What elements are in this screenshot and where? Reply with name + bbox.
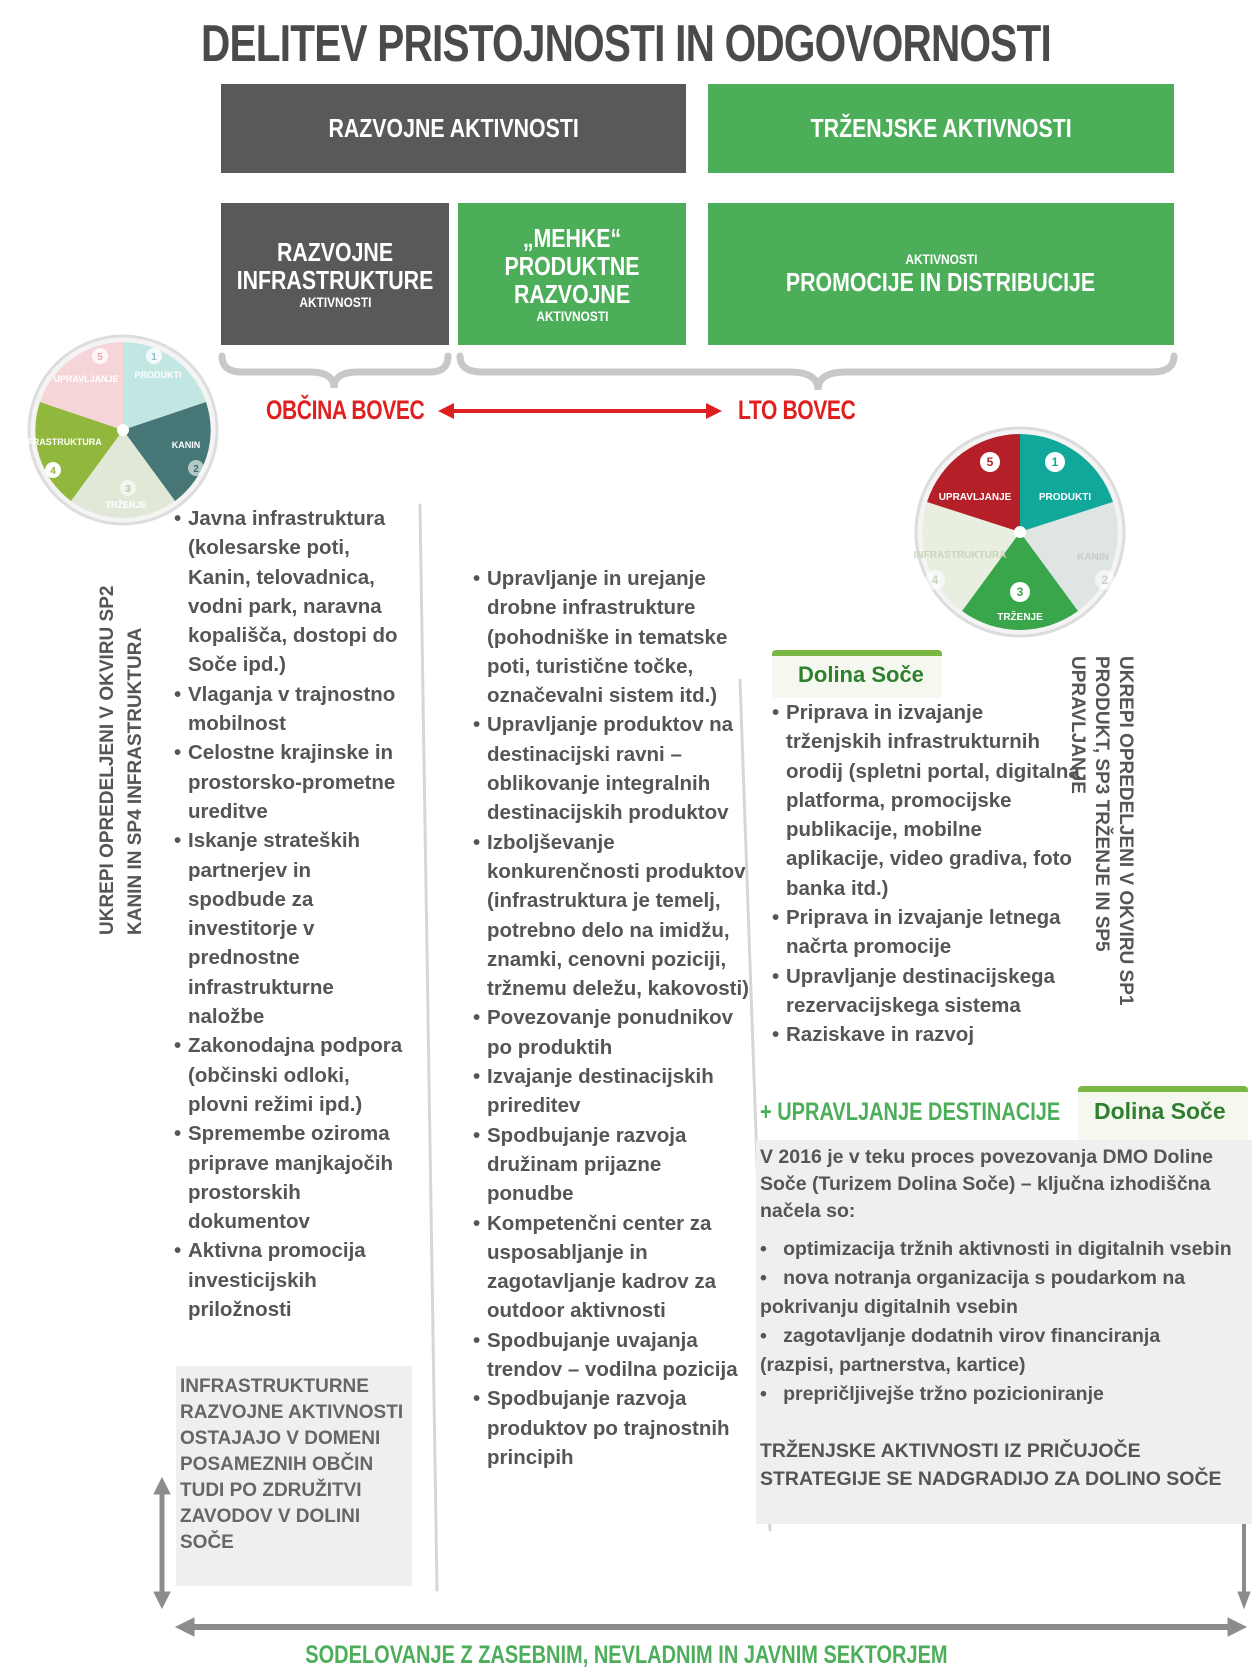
svg-text:2: 2 [193, 464, 199, 475]
right-wheel-segment-infrastruktura [922, 502, 1020, 611]
municipality-label: OBČINA BOVEC [266, 395, 425, 425]
list-item: Priprava in izvajanje letnega načrta pro… [772, 903, 1082, 962]
right-strategy-wheel: PRODUKTI KANIN TRŽENJE INFRASTRUKTURA UP… [914, 426, 1126, 638]
infrastructure-note-box: INFRASTRUKTURNE RAZVOJNE AKTIVNOSTI OSTA… [176, 1366, 412, 1586]
list-item: Upravljanje in urejanje drobne infrastru… [473, 564, 753, 710]
destination-management-box: V 2016 je v teku proces povezovanja DMO … [756, 1140, 1252, 1524]
right-wheel-label-upravljanje: UPRAVLJANJE [939, 492, 1012, 503]
list-item: Javna infrastruktura (kolesarske poti, K… [174, 504, 414, 680]
left-wheel-label-upravljanje: UPRAVLJANJE [53, 374, 118, 384]
cooperation-label: SODELOVANJE Z ZASEBNIM, NEVLADNIM IN JAV… [304, 1641, 948, 1669]
left-strategy-wheel: PRODUKTI KANIN TRŽENJE INFRASTRUKTURA UP… [18, 334, 219, 526]
marketing-activities-label: TRŽENJSKE AKTIVNOSTI [810, 113, 1072, 143]
svg-text:3: 3 [125, 484, 131, 495]
left-wheel-segment-produkti [123, 342, 206, 430]
dolina-soce-logo: Dolina Soče [772, 650, 942, 698]
svg-text:5: 5 [97, 352, 103, 363]
list-item: Spodbujanje uvajanja trendov – vodilna p… [473, 1326, 753, 1385]
bottom-label-wrap: SODELOVANJE Z ZASEBNIM, NEVLADNIM IN JAV… [0, 1641, 1252, 1670]
list-item: Iskanje strateških partnerjev in spodbud… [174, 826, 414, 1031]
left-wheel-segment-upravljanje [40, 342, 123, 430]
list-item: • optimizacija tržnih aktivnosti in digi… [760, 1238, 1232, 1260]
dolina-soce-logo-text: Dolina Soče [798, 662, 924, 687]
list-item: • prepričljivejše tržno pozicioniranje [760, 1383, 1104, 1405]
left-measures-line2: KANIN IN SP4 INFRASTRUKTURA [125, 627, 146, 935]
infrastructure-note: INFRASTRUKTURNE RAZVOJNE AKTIVNOSTI OSTA… [180, 1376, 404, 1553]
list-item: Povezovanje ponudnikov po produktih [473, 1003, 753, 1062]
soft-product-development-box: „MEHKE“ PRODUKTNE RAZVOJNE AKTIVNOSTI [458, 203, 686, 345]
development-activities-label: RAZVOJNE AKTIVNOSTI [328, 113, 579, 143]
soft-product-development-title: „MEHKE“ PRODUKTNE RAZVOJNE [504, 223, 640, 309]
list-item: Spodbujanje razvoja produktov po trajnos… [473, 1384, 753, 1472]
destination-items: • optimizacija tržnih aktivnosti in digi… [756, 1225, 1252, 1409]
actor-arrow [438, 403, 722, 419]
list-item: • nova notranja organizacija s poudarkom… [760, 1267, 1186, 1318]
left-wheel-label-trzenje: TRŽENJE [105, 499, 146, 510]
bottom-horizontal-arrow [174, 1617, 1248, 1637]
list-item: Celostne krajinske in prostorsko-prometn… [174, 738, 414, 826]
svg-text:1: 1 [151, 352, 157, 363]
dolina-soce-logo-2: Dolina Soče [1078, 1086, 1248, 1140]
left-wheel-segment-kanin [123, 402, 211, 501]
svg-text:2: 2 [1102, 573, 1109, 587]
right-wheel-label-trzenje: TRŽENJE [997, 610, 1043, 623]
page-title: DELITEV PRISTOJNOSTI IN ODGOVORNOSTI [200, 15, 1052, 73]
list-item: Upravljanje destinacijskega rezervacijsk… [772, 962, 1082, 1021]
left-measures-line1: UKREPI OPREDELJENI V OKVIRU SP2 [97, 585, 118, 935]
left-wheel-label-infrastruktura: INFRASTRUKTURA [18, 437, 102, 447]
svg-text:1: 1 [1052, 455, 1059, 469]
list-item: Zakonodajna podpora (občinski odloki, pl… [174, 1031, 414, 1119]
list-item: Izvajanje destinacijskih prireditev [473, 1062, 753, 1121]
lto-label: LTO BOVEC [738, 395, 856, 425]
destination-intro: V 2016 je v teku proces povezovanja DMO … [760, 1146, 1213, 1222]
svg-text:3: 3 [1017, 585, 1024, 599]
left-measures-caption: UKREPI OPREDELJENI V OKVIRU SP2 KANIN IN… [94, 535, 150, 935]
infrastructure-development-title: RAZVOJNE INFRASTRUKTURE [236, 237, 434, 295]
list-item: Vlaganja v trajnostno mobilnost [174, 680, 414, 739]
list-item: Aktivna promocija investicijskih priložn… [174, 1236, 414, 1324]
list-item: Spodbujanje razvoja družinam prijazne po… [473, 1121, 753, 1209]
list-item: Priprava in izvajanje trženjskih infrast… [772, 698, 1082, 903]
left-wheel-label-produkti: PRODUKTI [135, 370, 182, 380]
right-wheel-label-kanin: KANIN [1077, 552, 1109, 563]
soft-product-development-subtitle: AKTIVNOSTI [535, 308, 609, 324]
product-measures-list: Upravljanje in urejanje drobne infrastru… [473, 564, 753, 1472]
list-item: Izboljševanje konkurenčnosti produktov (… [473, 828, 753, 1004]
list-item: Raziskave in razvoj [772, 1020, 1082, 1050]
development-activities-box: RAZVOJNE AKTIVNOSTI [221, 84, 686, 173]
left-vertical-arrow [153, 1476, 171, 1610]
list-item: • zagotavljanje dodatnih virov financira… [760, 1325, 1161, 1376]
svg-text:4: 4 [932, 573, 939, 587]
marketing-brace [456, 352, 1178, 391]
left-wheel-segment-trzenje [71, 430, 175, 519]
marketing-activities-box: TRŽENJSKE AKTIVNOSTI [708, 84, 1174, 173]
svg-text:5: 5 [987, 455, 994, 469]
infrastructure-brace [218, 352, 452, 389]
left-wheel-label-kanin: KANIN [172, 440, 201, 450]
promotion-distribution-box: AKTIVNOSTI PROMOCIJE IN DISTRIBUCIJE [708, 203, 1174, 345]
infrastructure-development-subtitle: AKTIVNOSTI [298, 294, 372, 310]
list-item: Kompetenčni center za usposabljanje in z… [473, 1209, 753, 1326]
right-wheel-label-infrastruktura: INFRASTRUKTURA [914, 550, 1007, 561]
promotion-distribution-title: PROMOCIJE IN DISTRIBUCIJE [786, 266, 1096, 297]
right-wheel-segment-kanin [1020, 502, 1118, 611]
right-wheel-label-produkti: PRODUKTI [1039, 492, 1091, 503]
list-item: Upravljanje produktov na destinacijski r… [473, 710, 753, 827]
marketing-measures-list: Priprava in izvajanje trženjskih infrast… [772, 698, 1082, 1050]
right-wheel-segment-trzenje [962, 532, 1078, 631]
destination-management-header: + UPRAVLJANJE DESTINACIJE [760, 1098, 1061, 1126]
right-measures-line1: UKREPI OPREDELJENI V OKVIRU SP1 [1115, 656, 1136, 1006]
column-divider-1 [418, 503, 439, 1592]
infrastructure-measures-list: Javna infrastruktura (kolesarske poti, K… [174, 504, 414, 1324]
infrastructure-development-box: RAZVOJNE INFRASTRUKTURE AKTIVNOSTI [221, 203, 449, 345]
dolina-soce-logo-2-text: Dolina Soče [1094, 1098, 1226, 1124]
right-wheel-segment-produkti [1020, 434, 1113, 532]
promotion-distribution-subtitle: AKTIVNOSTI [904, 250, 978, 267]
list-item: Spremembe oziroma priprave manjkajočih p… [174, 1119, 414, 1236]
svg-text:4: 4 [50, 466, 56, 477]
right-measures-line2: PRODUKT, SP3 TRŽENJE IN SP5 [1091, 656, 1112, 952]
destination-footer: TRŽENJSKE AKTIVNOSTI IZ PRIČUJOČE STRATE… [760, 1440, 1222, 1490]
